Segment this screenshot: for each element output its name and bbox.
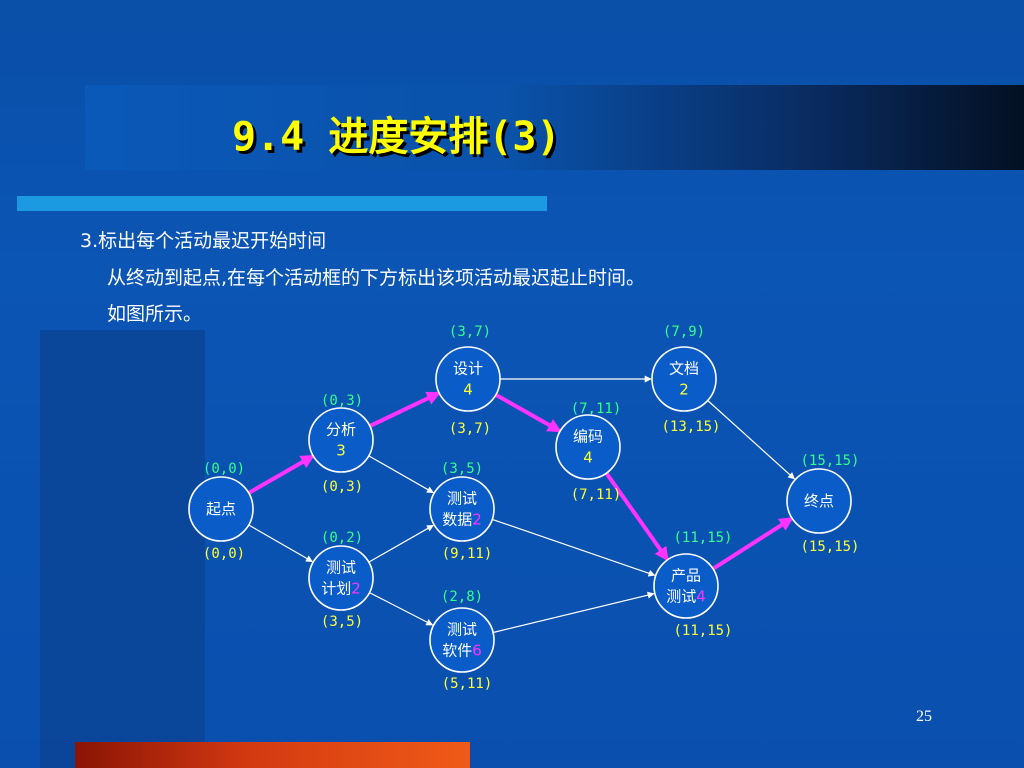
body-line-2: 从终动到起点,在每个活动框的下方标出该项活动最迟起止时间。 (107, 267, 646, 289)
edge-test-plan-to-test-data (368, 524, 434, 563)
body-line-3: 如图所示。 (107, 303, 203, 325)
annotations-layer: (0,0) (0,0) (0,3) (0,3) (0,2) (3,5) (3,7) (3,7)… (203, 324, 860, 692)
early-time-label-end: (15,15) (800, 453, 859, 469)
early-time-label-docs: (7,9) (663, 324, 705, 340)
node-circle (555, 414, 621, 480)
early-time-label-test-data: (3,5) (441, 461, 483, 477)
critical-edge-product-test-to-end (711, 517, 794, 571)
critical-edge-coding-to-product-test (604, 472, 669, 562)
early-time-label-test-software: (2,8) (441, 589, 483, 605)
early-time-label-product-test: (11,15) (673, 530, 732, 546)
node-circle (308, 545, 374, 611)
edge-test-data-to-product-test (492, 518, 656, 577)
late-time-label-design: (3,7) (449, 421, 491, 437)
edge-docs-to-end (707, 400, 796, 480)
node-product-test: 产品测试4 (653, 553, 719, 619)
node-test-plan: 测试计划2 (308, 545, 374, 611)
edges-layer (247, 375, 796, 634)
late-time-label-docs: (13,15) (661, 419, 720, 435)
edge-start-to-test-plan (248, 524, 314, 563)
node-label: 测试计划2 (321, 559, 361, 598)
critical-edge-design-to-coding (494, 393, 562, 433)
node-test-data: 测试数据2 (429, 476, 495, 542)
node-circle (786, 468, 852, 534)
late-time-label-analysis: (0,3) (321, 479, 363, 495)
early-time-label-design: (3,7) (449, 324, 491, 340)
body-line-1: 3.标出每个活动最迟开始时间 (80, 230, 327, 252)
node-circle (651, 346, 717, 412)
late-time-label-start: (0,0) (203, 546, 245, 562)
early-time-label-start: (0,0) (203, 461, 245, 477)
node-circle (188, 476, 254, 542)
edge-analysis-to-test-data (368, 455, 434, 494)
edge-test-software-to-product-test (492, 591, 655, 634)
node-circle (435, 346, 501, 412)
node-circle (429, 476, 495, 542)
bottom-accent-bar (75, 742, 470, 768)
node-label: 终点 (804, 492, 834, 510)
node-circle (429, 607, 495, 673)
node-circle (653, 553, 719, 619)
node-label: 测试数据2 (442, 490, 482, 529)
early-time-label-test-plan: (0,2) (321, 530, 363, 546)
node-circle (308, 407, 374, 473)
slide-title: 9.4 进度安排(3) (232, 114, 561, 160)
late-time-label-test-data: (9,11) (442, 546, 493, 562)
early-time-label-coding: (7,11) (571, 401, 622, 417)
left-decor-column (40, 330, 205, 768)
node-label: 产品测试4 (666, 567, 706, 606)
node-label: 起点 (206, 500, 236, 518)
late-time-label-product-test: (11,15) (673, 623, 732, 639)
late-time-label-test-plan: (3,5) (321, 614, 363, 630)
early-time-label-analysis: (0,3) (321, 393, 363, 409)
node-end: 终点 (786, 468, 852, 534)
node-start: 起点 (188, 476, 254, 542)
node-label: 测试软件6 (442, 621, 482, 660)
late-time-label-test-software: (5,11) (442, 676, 493, 692)
title-underline-bar (17, 196, 547, 211)
edge-test-plan-to-test-software (369, 592, 434, 626)
page-number: 25 (916, 708, 932, 725)
critical-edge-analysis-to-design (368, 391, 441, 428)
late-time-label-coding: (7,11) (571, 487, 622, 503)
title-band (85, 85, 1024, 170)
late-time-label-end: (15,15) (800, 539, 859, 555)
critical-edge-start-to-analysis (247, 454, 315, 495)
node-test-software: 测试软件6 (429, 607, 495, 673)
